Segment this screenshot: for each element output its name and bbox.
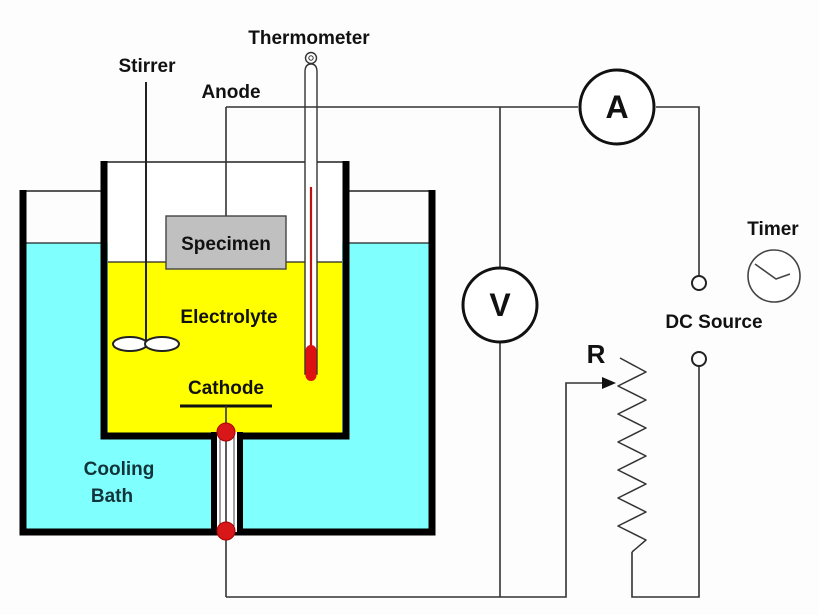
thermometer-ring — [304, 51, 318, 65]
ammeter: A — [578, 68, 656, 146]
timer-label: Timer — [747, 219, 799, 240]
thermometer-ring-inner — [308, 55, 314, 61]
voltmeter-circle — [461, 266, 539, 344]
electrolyte-cell-wall — [100, 161, 350, 440]
timer-hands — [754, 263, 791, 280]
seal-bottom — [216, 521, 236, 541]
wire-resistor-to-source — [631, 366, 700, 598]
thermometer — [304, 51, 318, 381]
wire-ammeter-to-source — [656, 106, 700, 276]
cooling-bath-label-line2: Bath — [91, 486, 133, 507]
resistor-label: R — [587, 339, 606, 369]
dc-source-label: DC Source — [665, 312, 762, 333]
cathode-label: Cathode — [188, 378, 264, 399]
specimen-block — [165, 215, 287, 270]
ammeter-label: A — [605, 89, 628, 125]
stirrer-blade-left — [112, 336, 148, 352]
timer-face — [747, 249, 801, 303]
thermometer-label: Thermometer — [248, 28, 370, 49]
voltmeter-label: V — [489, 287, 511, 323]
wire-bottom-return — [226, 382, 602, 598]
stirrer-blade-right — [144, 336, 180, 352]
cathode-feedthrough — [211, 432, 243, 532]
electrolyte-label: Electrolyte — [180, 307, 277, 328]
dc-source-terminal-positive — [691, 275, 707, 291]
thermometer-bulb — [305, 345, 317, 381]
cooling-bath-label-line1: Cooling — [84, 459, 155, 480]
seal-top — [216, 422, 236, 442]
voltmeter: V — [461, 266, 539, 344]
variable-resistor — [602, 357, 647, 553]
resistor-zigzag — [617, 357, 647, 553]
clock-icon — [747, 249, 801, 303]
anode-label: Anode — [201, 82, 260, 103]
stirrer-label: Stirrer — [118, 56, 176, 77]
specimen-label: Specimen — [181, 234, 271, 255]
feedthrough-tube — [214, 432, 240, 532]
stirrer — [112, 82, 180, 352]
ammeter-circle — [578, 68, 656, 146]
dc-source-terminal-negative — [691, 351, 707, 367]
resistor-wiper-arrow — [602, 377, 616, 389]
